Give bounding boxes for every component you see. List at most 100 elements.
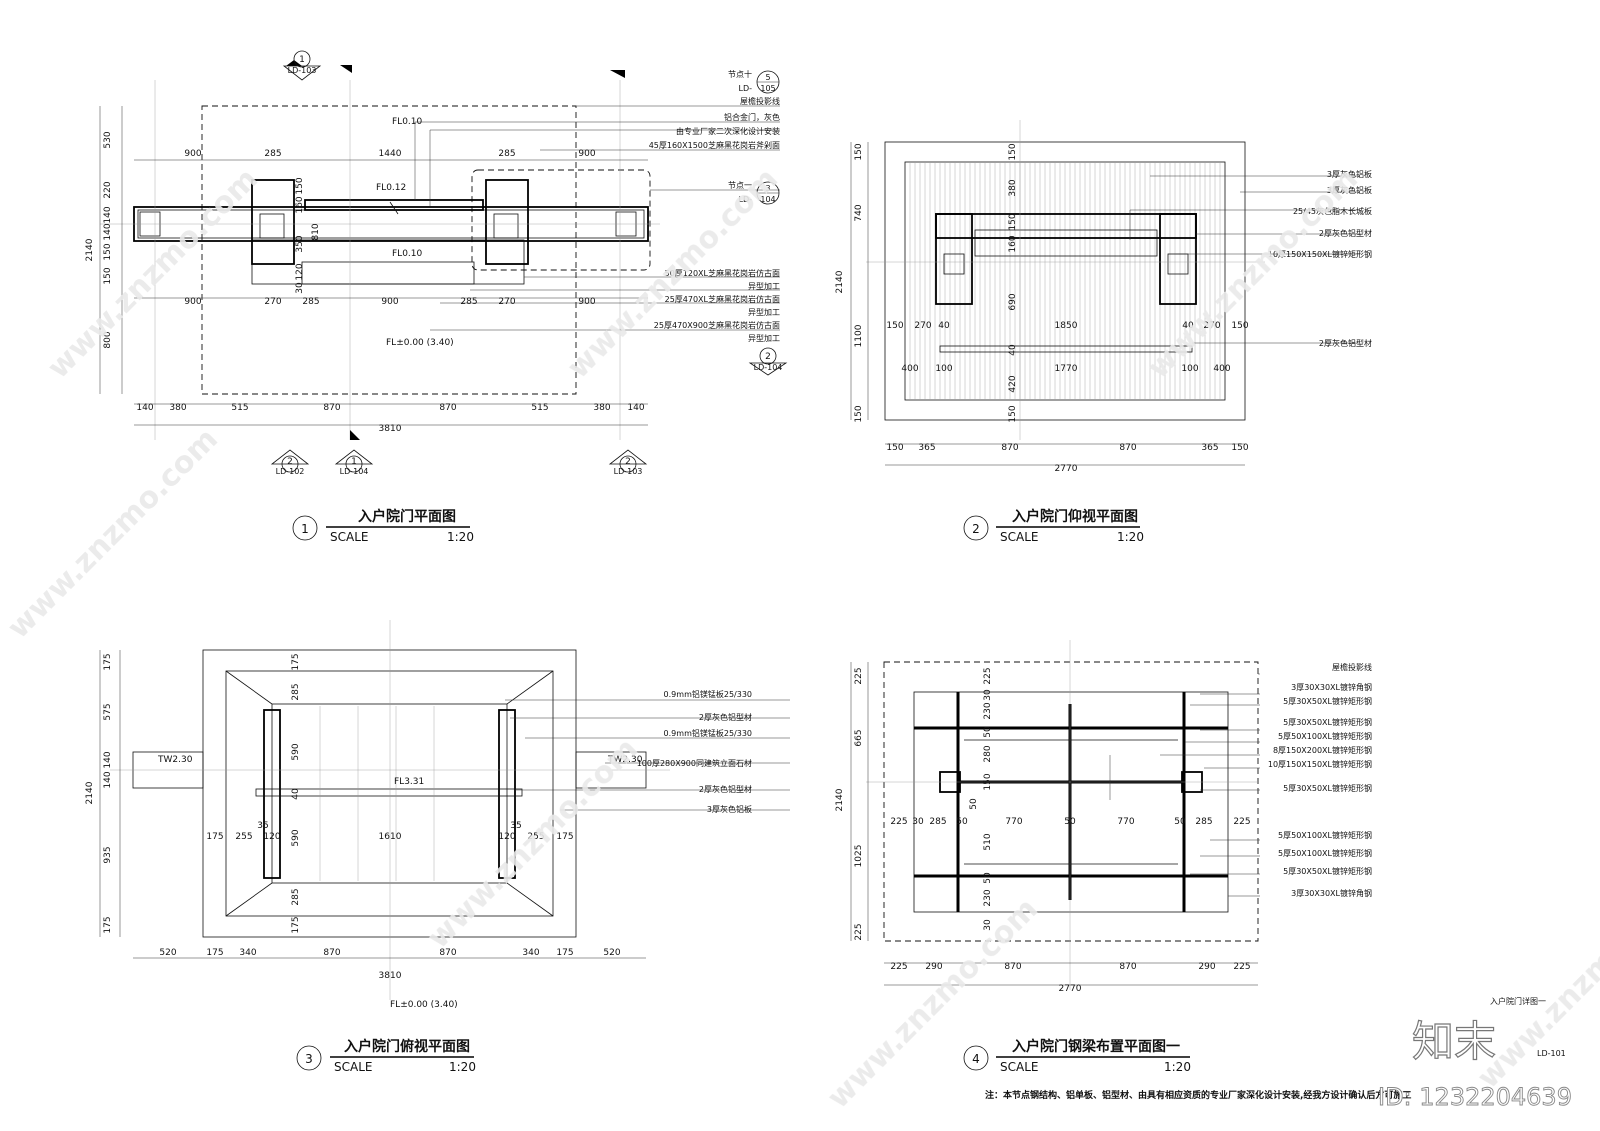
svg-text:SCALE: SCALE: [330, 530, 368, 544]
svg-text:5厚30X50XL镀锌矩形钢: 5厚30X50XL镀锌矩形钢: [1283, 696, 1372, 706]
level-mark: FL±0.00 (3.40): [386, 338, 454, 348]
svg-text:810: 810: [311, 223, 321, 240]
svg-text:1100: 1100: [854, 324, 864, 347]
svg-text:400: 400: [1213, 364, 1230, 374]
asset-id: ID: 1232204639: [1378, 1083, 1572, 1111]
svg-text:1770: 1770: [1055, 364, 1078, 374]
svg-text:285: 285: [460, 297, 477, 307]
level-mark: FL0.12: [376, 183, 406, 193]
svg-text:SCALE: SCALE: [1000, 1060, 1038, 1074]
svg-text:575: 575: [103, 703, 113, 720]
svg-text:入户院门俯视平面图: 入户院门俯视平面图: [344, 1038, 470, 1055]
svg-text:由专业厂家二次深化设计安装: 由专业厂家二次深化设计安装: [676, 126, 780, 136]
svg-text:870: 870: [1004, 962, 1021, 972]
svg-text:870: 870: [1119, 962, 1136, 972]
svg-text:255: 255: [235, 832, 252, 842]
svg-text:285: 285: [291, 888, 301, 905]
svg-text:590: 590: [291, 829, 301, 846]
svg-text:515: 515: [231, 403, 248, 413]
roof-projection-line: [883, 661, 1259, 942]
svg-text:5厚50X100XL镀锌矩形钢: 5厚50X100XL镀锌矩形钢: [1278, 848, 1372, 858]
svg-text:5厚50X100XL镀锌矩形钢: 5厚50X100XL镀锌矩形钢: [1278, 830, 1372, 840]
svg-text:870: 870: [1119, 443, 1136, 453]
svg-text:1:20: 1:20: [447, 530, 474, 544]
plan-4-notes: 屋檐投影线 3厚30X30XL镀锌角钢 5厚30X50XL镀锌矩形钢 5厚30X…: [1268, 662, 1372, 898]
section-callout: 2 LD-102: [270, 449, 310, 476]
roof-outline: [884, 141, 1246, 421]
svg-text:LD-103: LD-103: [288, 66, 317, 75]
svg-text:175: 175: [103, 653, 113, 670]
column-right: [1159, 213, 1197, 305]
svg-text:365: 365: [1201, 443, 1218, 453]
svg-text:10厚150X150XL镀锌矩形钢: 10厚150X150XL镀锌矩形钢: [1268, 759, 1372, 769]
svg-text:40: 40: [291, 788, 301, 800]
svg-text:120: 120: [263, 832, 280, 842]
plan-3: [99, 620, 790, 1000]
svg-text:1440: 1440: [379, 149, 402, 159]
svg-text:2: 2: [972, 522, 980, 536]
svg-text:25厚470XL芝麻黑花岗岩仿古面: 25厚470XL芝麻黑花岗岩仿古面: [665, 294, 780, 304]
svg-text:2厚灰色铝型材: 2厚灰色铝型材: [699, 712, 752, 722]
svg-text:175: 175: [206, 832, 223, 842]
svg-text:3厚30X30XL镀锌角钢: 3厚30X30XL镀锌角钢: [1291, 682, 1372, 692]
svg-text:140: 140: [627, 403, 644, 413]
svg-text:异型加工: 异型加工: [748, 307, 780, 317]
svg-text:LD-104: LD-104: [340, 467, 369, 476]
svg-text:45厚160X1500芝麻黑花岗岩斧剁面: 45厚160X1500芝麻黑花岗岩斧剁面: [649, 140, 780, 150]
plan-3-notes: 0.9mm铝镁锰板25/330 2厚灰色铝型材 0.9mm铝镁锰板25/330 …: [637, 689, 752, 814]
svg-text:3厚灰色铝板: 3厚灰色铝板: [707, 804, 752, 814]
svg-text:120: 120: [295, 263, 305, 280]
svg-text:380: 380: [593, 403, 610, 413]
svg-text:520: 520: [159, 948, 176, 958]
svg-text:100: 100: [935, 364, 952, 374]
svg-text:740: 740: [854, 204, 864, 221]
svg-text:285: 285: [291, 683, 301, 700]
svg-text:225: 225: [1233, 817, 1250, 827]
svg-text:2: 2: [625, 457, 631, 467]
svg-text:270: 270: [914, 321, 931, 331]
svg-text:5厚30X50XL镀锌矩形钢: 5厚30X50XL镀锌矩形钢: [1283, 717, 1372, 727]
svg-text:270: 270: [498, 297, 515, 307]
drawing-title-1: 1 入户院门平面图 SCALE 1:20: [292, 508, 474, 544]
svg-text:10厚150X150XL镀锌矩形钢: 10厚150X150XL镀锌矩形钢: [1268, 249, 1372, 259]
svg-text:665: 665: [854, 729, 864, 746]
level-mark: FL0.10: [392, 249, 423, 259]
svg-text:150: 150: [1008, 405, 1018, 422]
svg-text:1025: 1025: [854, 845, 864, 868]
svg-text:50: 50: [1174, 817, 1186, 827]
node-callout: 节点十 LD- 5 105: [728, 69, 780, 94]
column-left: [251, 179, 295, 265]
svg-text:150: 150: [1231, 321, 1248, 331]
svg-text:150: 150: [1231, 443, 1248, 453]
sheet-number: LD-101: [1537, 1049, 1566, 1058]
svg-text:2厚灰色铝型材: 2厚灰色铝型材: [699, 784, 752, 794]
svg-text:340: 340: [522, 948, 539, 958]
svg-text:225: 225: [890, 817, 907, 827]
svg-text:2: 2: [287, 457, 293, 467]
svg-text:150: 150: [854, 405, 864, 422]
level-mark: FL±0.00 (3.40): [390, 1000, 458, 1010]
svg-text:870: 870: [439, 948, 456, 958]
drawing-title-2: 2 入户院门仰视平面图 SCALE 1:20: [963, 508, 1144, 544]
svg-text:340: 340: [239, 948, 256, 958]
plan-1-notes: 屋檐投影线 铝合金门，灰色 由专业厂家二次深化设计安装 45厚160X1500芝…: [649, 96, 780, 343]
svg-text:175: 175: [206, 948, 223, 958]
aluminum-door: [304, 199, 484, 211]
svg-text:220: 220: [103, 181, 113, 198]
svg-text:285: 285: [929, 817, 946, 827]
svg-text:900: 900: [184, 297, 201, 307]
svg-text:280: 280: [983, 745, 993, 762]
svg-text:150: 150: [886, 443, 903, 453]
svg-text:50: 50: [983, 872, 993, 884]
plan-2-notes: 3厚灰色铝板 3厚灰色铝板 25/45灰色脂木长城板 2厚灰色铝型材 10厚15…: [1268, 169, 1372, 348]
svg-text:150: 150: [295, 177, 305, 194]
svg-text:30: 30: [295, 282, 305, 294]
plan-1: [99, 60, 780, 440]
svg-text:LD-: LD-: [738, 84, 752, 93]
svg-text:225: 225: [854, 923, 864, 940]
svg-text:3810: 3810: [379, 424, 402, 434]
svg-text:870: 870: [323, 948, 340, 958]
svg-text:770: 770: [1005, 817, 1022, 827]
wood-board-hatch: [909, 163, 1221, 399]
